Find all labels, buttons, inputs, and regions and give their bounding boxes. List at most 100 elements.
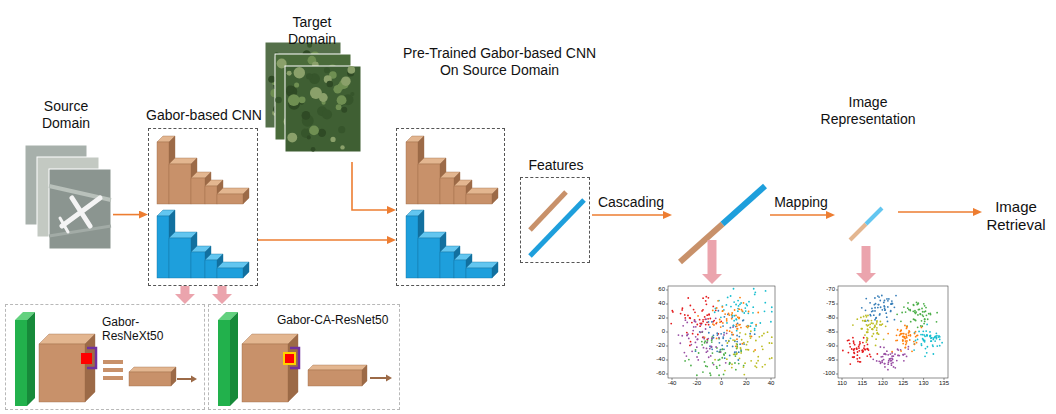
data-point [755, 324, 757, 326]
data-point [726, 322, 728, 324]
plot-frame [838, 286, 948, 378]
cnn-layer-front [169, 164, 191, 204]
data-point [728, 363, 730, 365]
cnn-layer-front [466, 194, 492, 204]
data-point [702, 319, 704, 321]
data-point [736, 347, 738, 349]
data-point [713, 334, 715, 336]
data-point [884, 306, 886, 308]
data-point [764, 302, 766, 304]
axis-tick-label: 120 [868, 380, 898, 387]
axis-tick-label-holder: 20 [639, 314, 665, 321]
data-point [705, 324, 707, 326]
data-point [891, 364, 893, 366]
data-point [701, 331, 703, 333]
data-point [705, 303, 707, 305]
connector-arrow [113, 214, 139, 216]
data-point [884, 363, 886, 365]
data-point [891, 302, 893, 304]
data-point [752, 312, 754, 314]
data-point [924, 321, 926, 323]
data-point [693, 326, 695, 328]
data-point [874, 326, 876, 328]
axis-tick-label-holder: 110 [827, 380, 857, 387]
data-point [695, 326, 697, 328]
data-point [697, 338, 699, 340]
data-point [861, 307, 863, 309]
data-point [887, 306, 889, 308]
data-point [750, 337, 752, 339]
tick-mark [666, 332, 668, 333]
data-point [914, 310, 916, 312]
data-point [701, 310, 703, 312]
data-point [748, 349, 750, 351]
data-point [919, 308, 921, 310]
data-point [769, 358, 771, 360]
data-point [737, 359, 739, 361]
data-point [923, 323, 925, 325]
data-point [739, 303, 741, 305]
data-point [771, 306, 773, 308]
data-point [710, 346, 712, 348]
runway [49, 226, 111, 236]
data-point [730, 337, 732, 339]
data-point [906, 326, 908, 328]
data-point [670, 323, 672, 325]
data-point [750, 360, 752, 362]
data-point [876, 327, 878, 329]
data-point [693, 309, 695, 311]
data-point [732, 339, 734, 341]
conv-block-front [242, 344, 288, 402]
data-point [882, 356, 884, 358]
data-point [930, 340, 932, 342]
data-point [903, 333, 905, 335]
data-point [753, 288, 755, 290]
data-point [867, 325, 869, 327]
data-point [880, 306, 882, 308]
data-point [934, 336, 936, 338]
data-point [881, 295, 883, 297]
data-point [682, 307, 684, 309]
data-point [849, 346, 851, 348]
data-point [723, 316, 725, 318]
data-point [887, 354, 889, 356]
data-point [916, 304, 918, 306]
data-point [874, 307, 876, 309]
data-point [729, 327, 731, 329]
cnn-layer-side [492, 262, 498, 278]
axis-tick-label-holder: 115 [847, 380, 877, 387]
axis-tick-label: 125 [888, 380, 918, 387]
data-point [730, 306, 732, 308]
data-point [891, 355, 893, 357]
data-point [722, 310, 724, 312]
data-point [686, 322, 688, 324]
data-point [861, 328, 863, 330]
data-point [860, 328, 862, 330]
data-point [754, 291, 756, 293]
data-point [901, 312, 903, 314]
data-point [867, 329, 869, 331]
data-point [735, 345, 737, 347]
tick-mark [903, 378, 904, 380]
data-point [763, 333, 765, 335]
data-point [853, 340, 855, 342]
airplane-tail [60, 218, 68, 232]
data-point [765, 290, 767, 292]
data-point [914, 343, 916, 345]
data-point [849, 343, 851, 345]
data-point [926, 346, 928, 348]
data-point [852, 337, 854, 339]
representation-vector [850, 224, 866, 240]
data-point [736, 330, 738, 332]
cnn-layer-front [191, 252, 205, 278]
data-point [719, 351, 721, 353]
data-point [927, 318, 929, 320]
data-point [771, 357, 773, 359]
data-point [737, 328, 739, 330]
data-point [718, 342, 720, 344]
data-point [864, 348, 866, 350]
data-point [762, 348, 764, 350]
data-point [719, 351, 721, 353]
network-detail-box: Gabor- ResNeXt50 [5, 304, 205, 410]
data-point [712, 310, 714, 312]
